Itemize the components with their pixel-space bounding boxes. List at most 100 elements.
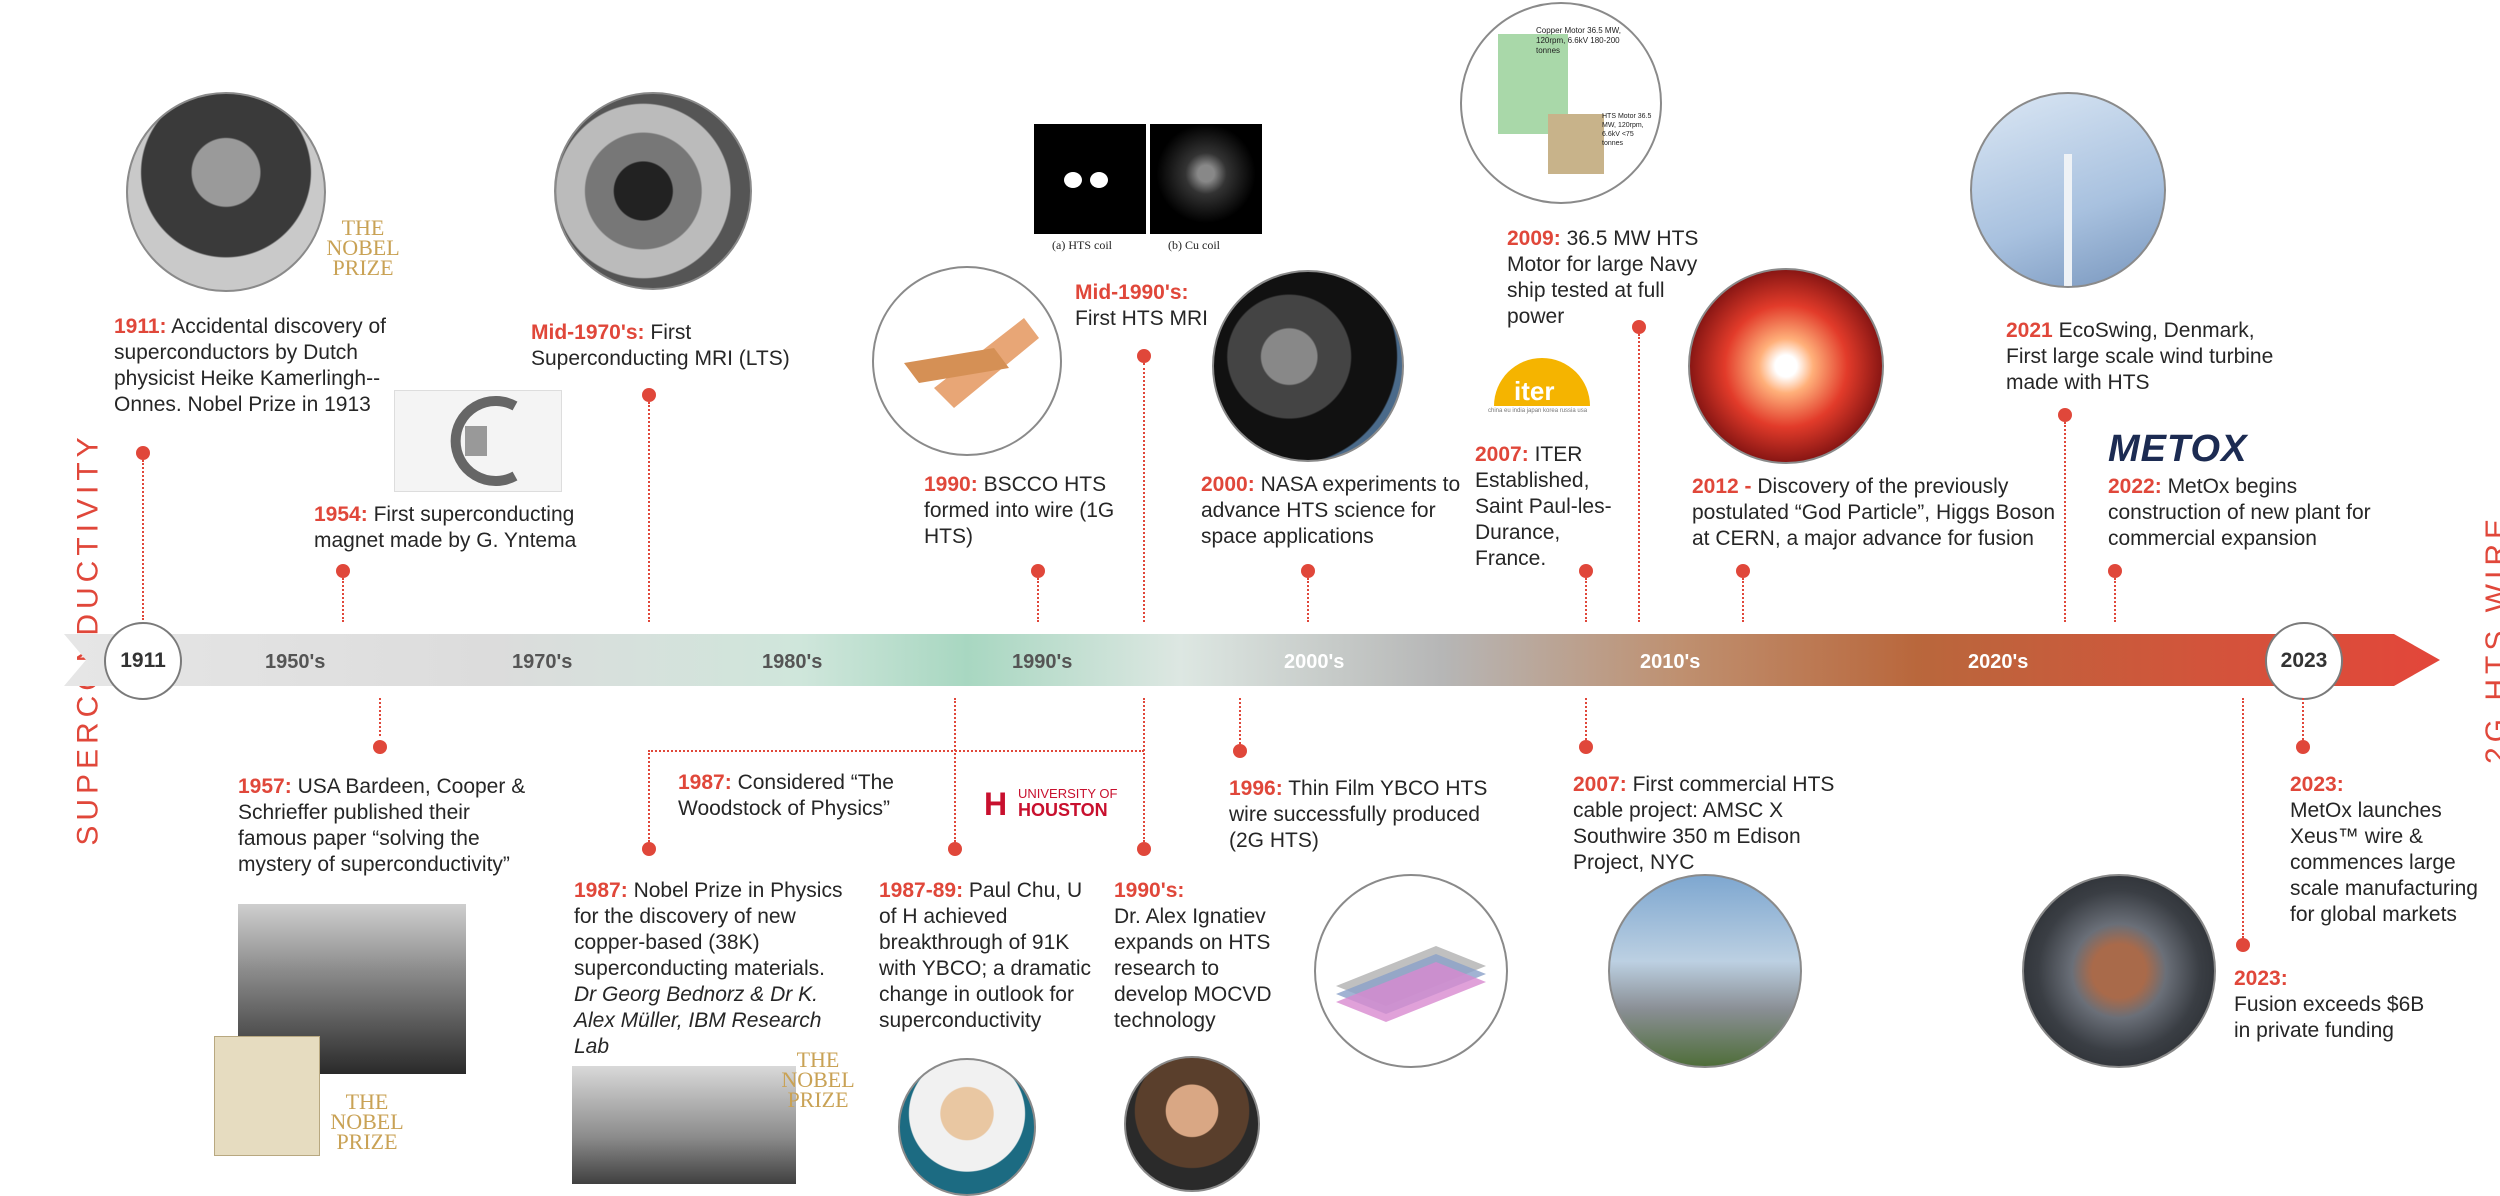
decade-2000s: 2000's — [1284, 651, 1345, 673]
connector-1987-bracket — [648, 750, 1144, 752]
event-year: Mid-1990's: — [1075, 281, 1189, 304]
connector-1990s-mri — [1143, 363, 1145, 622]
event-1911: 1911: Accidental discovery of supercondu… — [114, 314, 414, 418]
2g-wire-diagram — [1314, 874, 1508, 1068]
event-note: Dr Georg Bednorz & Dr K. Alex Müller, IB… — [574, 983, 822, 1058]
onnes-portrait-photo — [126, 92, 326, 292]
connector-2023-metox — [2302, 698, 2304, 740]
event-2012: 2012 - Discovery of the previously postu… — [1692, 474, 2072, 552]
event-1990s-ignatiev: 1990's: Dr. Alex Ignatiev expands on HTS… — [1114, 878, 1284, 1034]
connector-2007 — [1585, 698, 1587, 740]
event-text: NASA experiments to advance HTS science … — [1201, 473, 1461, 548]
marker-1990s-mri — [1137, 349, 1151, 363]
paul-chu-portrait — [898, 1058, 1036, 1196]
nasa-space-photo — [1212, 270, 1404, 462]
iter-logo: iter china eu india japan korea russia u… — [1488, 358, 1618, 418]
event-text: ITER Established, Saint Paul-les-Durance… — [1475, 443, 1612, 570]
cu-coil-caption: (b) Cu coil — [1168, 238, 1220, 252]
event-year: 1990's: — [1114, 879, 1185, 902]
wind-turbine-photo — [1970, 92, 2166, 288]
connector-2022 — [2114, 578, 2116, 622]
marker-2000 — [1301, 564, 1315, 578]
event-2007-cable: 2007: First commercial HTS cable project… — [1573, 772, 1873, 876]
connector-1996 — [1239, 698, 1241, 744]
marker-1911 — [136, 446, 150, 460]
event-text: Thin Film YBCO HTS wire successfully pro… — [1229, 777, 1488, 852]
connector-1987-nobel — [648, 750, 650, 842]
event-text: EcoSwing, Denmark, First large scale win… — [2006, 319, 2274, 394]
marker-1954 — [336, 564, 350, 578]
event-year: 1987: — [574, 879, 628, 902]
event-year: 1954: — [314, 503, 368, 526]
marker-1990 — [1031, 564, 1045, 578]
event-text: 36.5 MW HTS Motor for large Navy ship te… — [1507, 227, 1699, 328]
nobel-prize-badge: THE NOBEL PRIZE — [326, 215, 400, 280]
marker-2023-fusion — [2236, 938, 2250, 952]
event-2000: 2000: NASA experiments to advance HTS sc… — [1201, 472, 1461, 550]
event-year: 1911: — [114, 315, 167, 338]
event-year: 2007: — [1475, 443, 1529, 466]
event-text: First superconducting magnet made by G. … — [314, 503, 577, 552]
event-year: 2023: — [2290, 773, 2344, 796]
event-text: Paul Chu, U of H achieved breakthrough o… — [879, 879, 1092, 1032]
end-year-marker: 2023 — [2265, 622, 2343, 700]
decade-1990s: 1990's — [1012, 651, 1073, 673]
connector-2023-fusion — [2242, 698, 2244, 938]
connector-1990 — [1037, 578, 1039, 622]
connector-2021 — [2064, 422, 2066, 622]
hts-mri-scan-image: (a) HTS coil (b) Cu coil — [1034, 124, 1262, 262]
event-2022: 2022: MetOx begins construction of new p… — [2108, 474, 2378, 552]
event-text: BSCCO HTS formed into wire (1G HTS) — [924, 473, 1115, 548]
nobel-prize-badge-bcs: THE NOBEL PRIZE — [330, 1089, 404, 1154]
first-mri-photo — [554, 92, 752, 290]
metox-logo: METOX — [2108, 428, 2248, 470]
event-year: 2023: — [2234, 967, 2288, 990]
nobel-prize-badge-1987: THE NOBEL PRIZE — [781, 1047, 855, 1112]
event-text: MetOx begins construction of new plant f… — [2108, 475, 2371, 550]
marker-1990s — [1137, 842, 1151, 856]
hts-motor-label: HTS Motor 36.5 MW, 120rpm, 6.6kV <75 ton… — [1602, 113, 1652, 147]
marker-2007-iter — [1579, 564, 1593, 578]
connector-2007-iter — [1585, 578, 1587, 622]
copper-motor-label: Copper Motor 36.5 MW, 120rpm, 6.6kV 180-… — [1536, 26, 1621, 55]
event-year: 1957: — [238, 775, 292, 798]
edison-cable-substation-photo — [1608, 874, 1802, 1068]
connector-1987-89 — [954, 698, 956, 842]
marker-1987-nobel — [642, 842, 656, 856]
event-2009: 2009: 36.5 MW HTS Motor for large Navy s… — [1507, 226, 1707, 330]
event-text: First HTS MRI — [1075, 307, 1208, 330]
connector-1954 — [342, 578, 344, 622]
decade-1950s: 1950's — [265, 651, 326, 673]
hts-wire-side-label: 2G HTS WIRE — [2480, 513, 2500, 765]
timeline-arrow — [64, 634, 2440, 686]
event-1987-woodstock: 1987: Considered “The Woodstock of Physi… — [678, 770, 938, 822]
marker-1957 — [373, 740, 387, 754]
event-text: Discovery of the previously postulated “… — [1692, 475, 2056, 550]
event-text: Nobel Prize in Physics for the discovery… — [574, 879, 843, 980]
marker-1987-89 — [948, 842, 962, 856]
connector-1990s — [1143, 698, 1145, 842]
event-year: Mid-1970's: — [531, 321, 645, 344]
event-1987-nobel: 1987: Nobel Prize in Physics for the dis… — [574, 878, 846, 1060]
event-2023-fusion: 2023: Fusion exceeds $6B in private fund… — [2234, 966, 2444, 1044]
event-2021: 2021 EcoSwing, Denmark, First large scal… — [2006, 318, 2296, 396]
event-year: 1987: — [678, 771, 732, 794]
start-year-marker: 1911 — [104, 622, 182, 700]
event-year: 2012 - — [1692, 475, 1752, 498]
connector-1911 — [142, 460, 144, 620]
event-1970: Mid-1970's: First Superconducting MRI (L… — [531, 320, 821, 372]
event-1990s-mri: Mid-1990's: First HTS MRI — [1075, 280, 1225, 332]
event-text: MetOx launches Xeus™ wire & commences la… — [2290, 799, 2478, 926]
higgs-boson-image — [1688, 268, 1884, 464]
bcs-newspaper-clipping — [214, 1036, 320, 1156]
marker-2023-metox — [2296, 740, 2310, 754]
event-2023-metox: 2023: MetOx launches Xeus™ wire & commen… — [2290, 772, 2495, 928]
hts-motor-photo: Copper Motor 36.5 MW, 120rpm, 6.6kV 180-… — [1460, 2, 1662, 204]
event-text: USA Bardeen, Cooper & Schrieffer publish… — [238, 775, 526, 876]
decade-2020s: 2020's — [1968, 651, 2029, 673]
decade-1970s: 1970's — [512, 651, 573, 673]
yntema-magnet-sketch — [394, 390, 562, 492]
event-text: First Superconducting MRI (LTS) — [531, 321, 790, 370]
event-text: Considered “The Woodstock of Physics” — [678, 771, 894, 820]
event-year: 2009: — [1507, 227, 1561, 250]
